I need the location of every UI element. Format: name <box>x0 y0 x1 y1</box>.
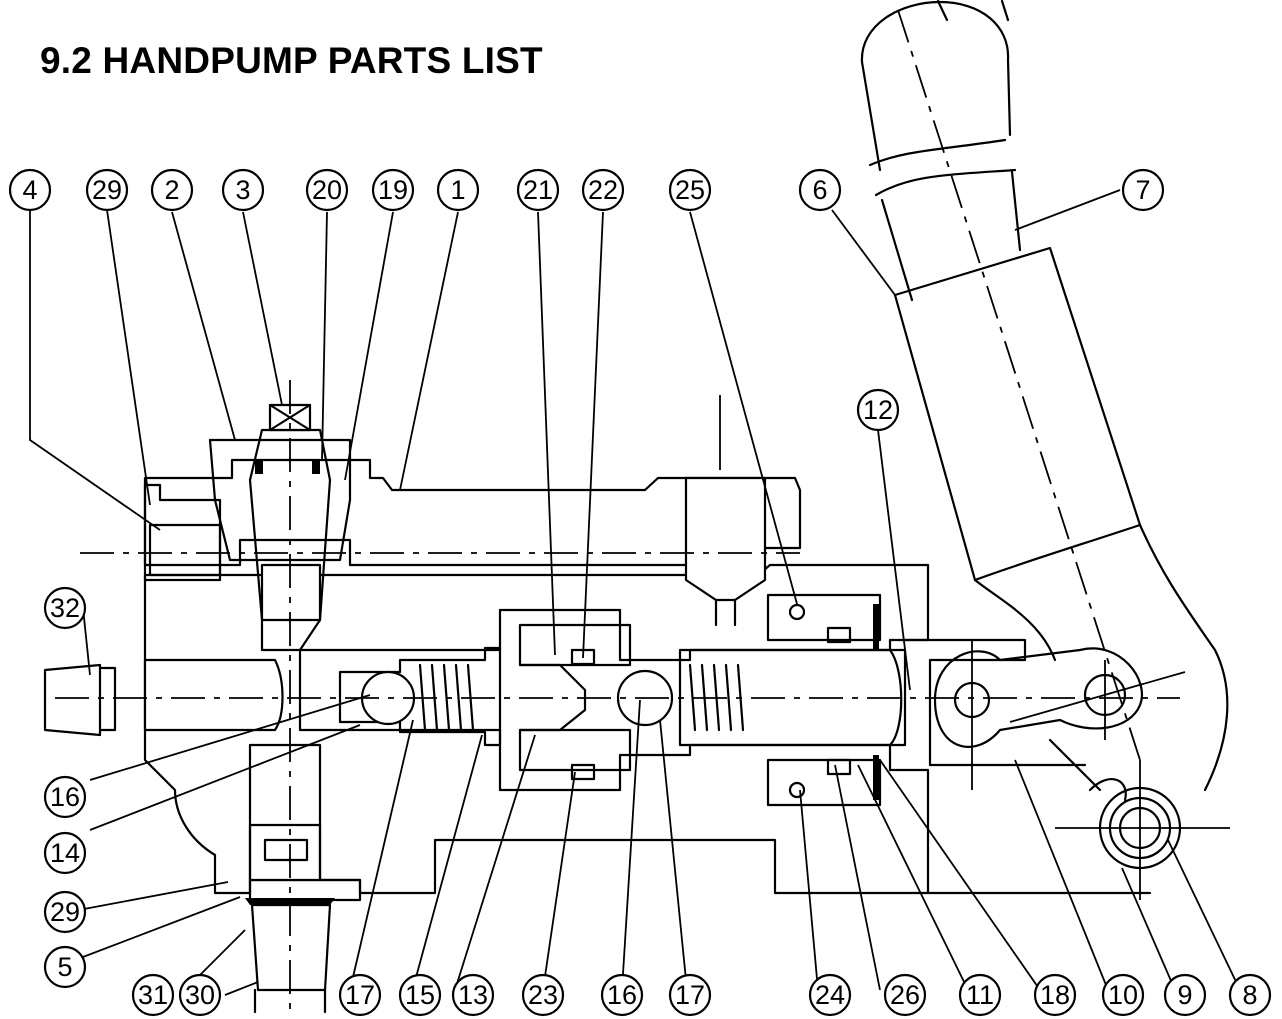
center-lines <box>55 380 1180 1015</box>
callout-11: 11 <box>958 973 1002 1017</box>
callout-4: 4 <box>8 168 52 212</box>
callout-24: 24 <box>808 973 852 1017</box>
callout-3: 3 <box>221 168 265 212</box>
callout-15: 15 <box>398 973 442 1017</box>
callout-29-left: 29 <box>43 890 87 934</box>
svg-text:16: 16 <box>50 782 80 812</box>
svg-text:18: 18 <box>1040 980 1070 1010</box>
svg-text:4: 4 <box>22 175 37 205</box>
callout-8: 8 <box>1228 973 1272 1017</box>
callout-17-a: 17 <box>338 973 382 1017</box>
svg-text:30: 30 <box>185 980 215 1010</box>
svg-text:10: 10 <box>1108 980 1138 1010</box>
svg-text:19: 19 <box>378 175 408 205</box>
svg-text:2: 2 <box>164 175 179 205</box>
svg-text:12: 12 <box>863 395 893 425</box>
callout-30: 30 <box>178 973 222 1017</box>
callout-16-left: 16 <box>43 775 87 819</box>
link-pivot <box>903 638 1230 900</box>
svg-text:15: 15 <box>405 980 435 1010</box>
svg-text:20: 20 <box>312 175 342 205</box>
callout-7: 7 <box>1121 168 1165 212</box>
handle <box>860 0 1229 792</box>
svg-text:22: 22 <box>588 175 618 205</box>
svg-text:29: 29 <box>50 897 80 927</box>
page-title: 9.2 HANDPUMP PARTS LIST <box>40 40 543 81</box>
svg-text:24: 24 <box>815 980 845 1010</box>
callout-6: 6 <box>798 168 842 212</box>
svg-text:23: 23 <box>528 980 558 1010</box>
svg-text:21: 21 <box>523 175 553 205</box>
svg-text:3: 3 <box>235 175 250 205</box>
callout-22: 22 <box>581 168 625 212</box>
callout-20: 20 <box>305 168 349 212</box>
callout-21: 21 <box>516 168 560 212</box>
callout-5: 5 <box>43 945 87 989</box>
callout-31: 31 <box>131 973 175 1017</box>
svg-text:6: 6 <box>812 175 827 205</box>
bottom-plug <box>245 823 362 1014</box>
svg-text:31: 31 <box>138 980 168 1010</box>
svg-text:32: 32 <box>50 593 80 623</box>
callout-16-b: 16 <box>600 973 644 1017</box>
svg-text:17: 17 <box>345 980 375 1010</box>
svg-text:5: 5 <box>57 952 72 982</box>
callout-29: 29 <box>85 168 129 212</box>
svg-text:17: 17 <box>675 980 705 1010</box>
callout-18: 18 <box>1033 973 1077 1017</box>
svg-text:14: 14 <box>50 838 80 868</box>
svg-text:1: 1 <box>450 175 465 205</box>
callout-23: 23 <box>521 973 565 1017</box>
callout-25: 25 <box>668 168 712 212</box>
leader-lines <box>29 189 1241 996</box>
callout-32: 32 <box>43 586 87 630</box>
svg-text:7: 7 <box>1135 175 1150 205</box>
callout-10: 10 <box>1101 973 1145 1017</box>
callout-1: 1 <box>436 168 480 212</box>
svg-text:16: 16 <box>607 980 637 1010</box>
plug-32 <box>43 663 117 737</box>
callout-26: 26 <box>883 973 927 1017</box>
svg-text:29: 29 <box>92 175 122 205</box>
top-plugs <box>143 403 352 622</box>
callout-13: 13 <box>451 973 495 1017</box>
callout-12: 12 <box>856 388 900 432</box>
svg-text:8: 8 <box>1242 980 1257 1010</box>
svg-text:25: 25 <box>675 175 705 205</box>
callout-9: 9 <box>1163 973 1207 1017</box>
callout-17-b: 17 <box>668 973 712 1017</box>
callout-19: 19 <box>371 168 415 212</box>
svg-text:9: 9 <box>1177 980 1192 1010</box>
svg-text:26: 26 <box>890 980 920 1010</box>
svg-text:11: 11 <box>966 980 994 1010</box>
callout-2: 2 <box>150 168 194 212</box>
svg-text:13: 13 <box>458 980 488 1010</box>
callout-14: 14 <box>43 831 87 875</box>
